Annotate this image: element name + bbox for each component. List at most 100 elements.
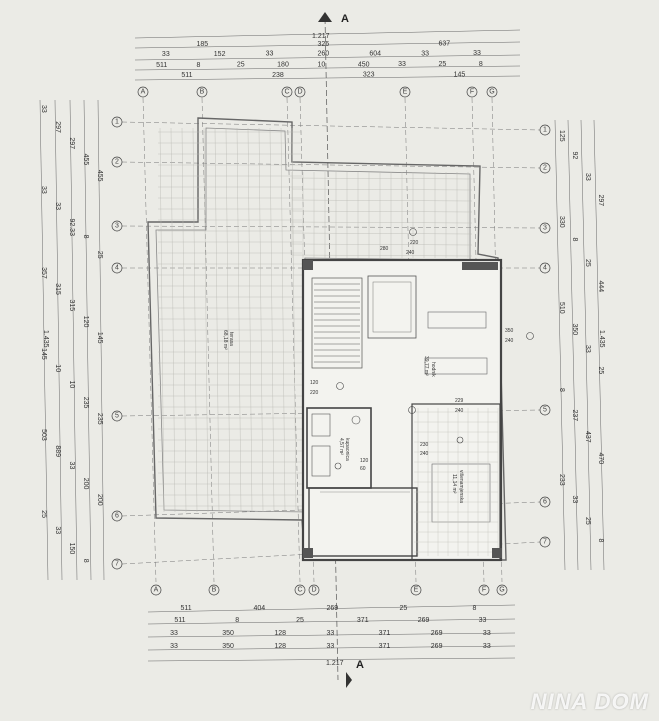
opening-label: 240	[505, 338, 514, 344]
right-dim: 233	[558, 474, 565, 486]
top-dim-row4: 145	[454, 72, 466, 79]
room-area-terrace: 68,18 m²	[222, 330, 228, 350]
terrace	[147, 117, 507, 561]
grid-label-top: C	[284, 89, 289, 96]
grid-bubble-bottom	[410, 584, 422, 596]
left-dim: 315	[54, 283, 61, 295]
bottom-dim-row2: 371	[357, 617, 369, 624]
top-dim-row2: 33	[473, 50, 481, 57]
bottom-dim-row4: 350	[222, 643, 234, 650]
bottom-dim-row3: 350	[222, 630, 234, 637]
top-dim-row4: 323	[363, 72, 375, 79]
top-dimension-lines	[134, 29, 521, 81]
left-dim: 503	[40, 429, 47, 441]
right-dim: 25	[584, 517, 591, 525]
bottom-dim-row4: 371	[379, 643, 391, 650]
grid-label-right: 3	[543, 225, 547, 232]
bottom-dim-row2: 33	[479, 617, 487, 624]
opening-label: 220	[410, 240, 419, 246]
grid-bubble-right	[539, 162, 551, 174]
grid-label-right: 4	[543, 265, 547, 272]
left-dim: 145	[96, 332, 103, 344]
right-dim: 470	[597, 453, 604, 465]
grid-bubble-left	[111, 558, 123, 570]
top-dim-row2: 33	[266, 51, 274, 58]
left-dimension-labels: 33297297455455333392.3382535731531512014…	[40, 105, 103, 563]
grid-bubble-right	[539, 496, 551, 508]
top-dim-row3: 8	[197, 62, 201, 69]
bottom-dim-row3: 269	[431, 630, 443, 637]
grid-label-right: 6	[543, 499, 547, 506]
grid-bubble-top	[294, 86, 306, 98]
terrace-tile-grid	[158, 127, 473, 513]
right-dim: 510	[558, 302, 565, 314]
left-dim: 25	[40, 510, 47, 518]
top-dim-row3: 33	[398, 61, 406, 68]
grid-bubble-bottom	[496, 584, 508, 596]
watermark-logo: NINA DOM	[530, 689, 649, 714]
grid-bubble-right	[539, 262, 551, 274]
top-dim-row2: 260	[318, 51, 330, 58]
grid-label-left: 2	[115, 159, 119, 166]
left-dim: 200	[82, 478, 89, 490]
grid-label-right: 7	[543, 539, 547, 546]
bottom-dim-row3: 33	[327, 630, 335, 637]
bottom-dim-row2: 269	[418, 617, 430, 624]
overall-height-right: 1.435	[598, 330, 605, 348]
grid-bubble-right	[539, 222, 551, 234]
left-dim: 200	[96, 494, 103, 506]
grid-label-bottom: A	[154, 587, 159, 594]
room-area-multipurpose: 11,14 m²	[451, 474, 457, 494]
bottom-dim-row4: 33	[327, 643, 335, 650]
right-dim: 8	[558, 388, 565, 392]
left-dim: 33	[40, 105, 47, 113]
left-dim: 33	[40, 186, 47, 194]
left-dim: 10	[54, 364, 61, 372]
grid-label-right: 2	[543, 165, 547, 172]
right-dim: 92	[571, 152, 578, 160]
right-dimension-lines	[554, 119, 605, 571]
left-dim: 235	[96, 413, 103, 425]
grid-line-row	[121, 161, 541, 169]
opening-label: 230	[420, 442, 429, 448]
grid-bubble-top	[466, 86, 478, 98]
grid-bubble-right	[539, 404, 551, 416]
grid-bubble-bottom	[294, 584, 306, 596]
bottom-dim-row3: 33	[170, 630, 178, 637]
left-dim: 25	[96, 251, 103, 259]
bottom-dim-row3: 128	[274, 630, 286, 637]
left-dim: 8	[82, 235, 89, 239]
grid-label-left: 6	[115, 513, 119, 520]
grid-label-top: F	[470, 89, 474, 96]
bottom-dim-row1: 269	[327, 605, 339, 612]
grid-bubble-top	[486, 86, 498, 98]
right-dim: 33	[584, 345, 591, 353]
grid-label-bottom: C	[297, 587, 302, 594]
left-dim: 150	[68, 543, 75, 555]
top-dim-row1: 637	[439, 41, 451, 48]
grid-bubble-bottom	[208, 584, 220, 596]
left-dim: 120	[82, 316, 89, 328]
grid-label-bottom: D	[311, 587, 316, 594]
top-dim-row1: 185	[197, 41, 209, 48]
opening-label: 60	[360, 466, 366, 472]
right-dim: 33	[584, 173, 591, 181]
bottom-dim-row1: 8	[473, 605, 477, 612]
bottom-dim-row1: 404	[254, 605, 266, 612]
right-dim: 125	[558, 130, 565, 142]
opening-label: 120	[310, 380, 319, 386]
bottom-dim-row4: 33	[483, 643, 491, 650]
grid-bubble-right	[539, 536, 551, 548]
left-dim: 33	[68, 462, 75, 470]
left-dim: 315	[68, 299, 75, 311]
room-area-hall: 39,77 m²	[423, 356, 429, 376]
bottom-dim-row2: 8	[235, 617, 239, 624]
grid-bubble-right	[539, 124, 551, 136]
grid-label-left: 7	[115, 561, 119, 568]
grid-bubble-left	[111, 410, 123, 422]
room-name-bathroom: kupaonica	[344, 438, 350, 461]
grid-bubble-top	[281, 86, 293, 98]
overall-width-top: 1.217	[312, 33, 330, 40]
